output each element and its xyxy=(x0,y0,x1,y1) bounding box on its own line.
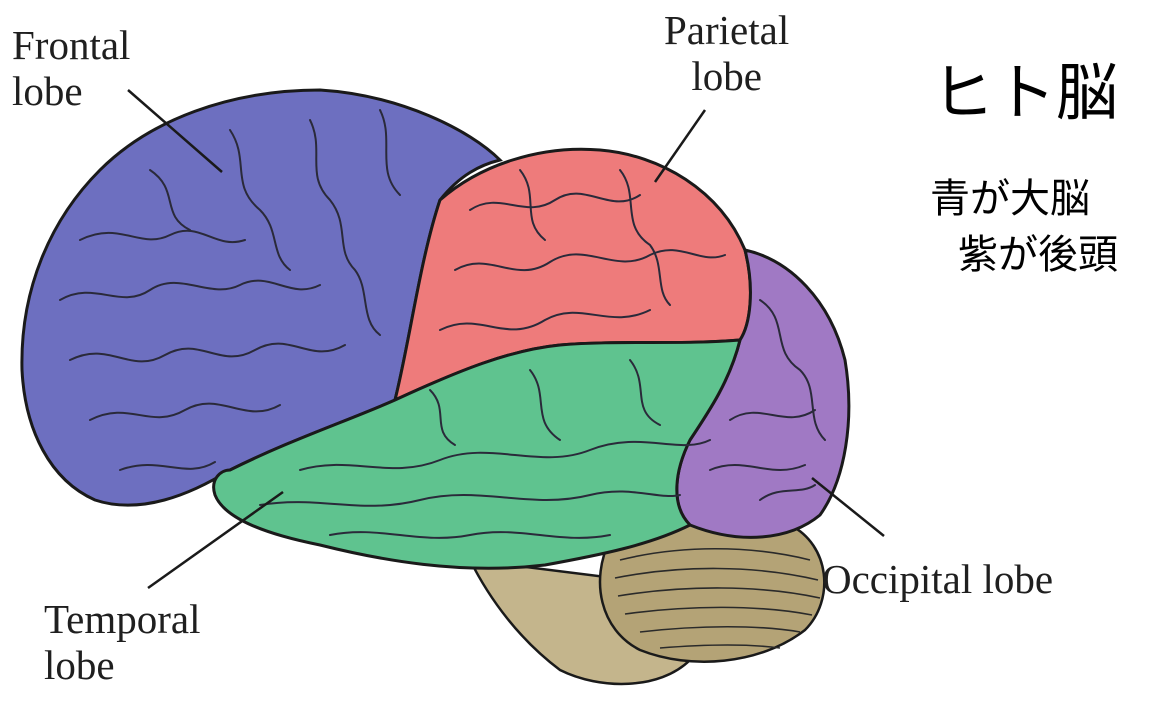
note-line-2: 紫が後頭 xyxy=(958,232,1118,278)
parietal-lobe-label: Parietal lobe xyxy=(664,7,789,99)
frontal-lobe-label: Frontal lobe xyxy=(12,22,130,114)
leader-temporal xyxy=(148,492,283,588)
diagram-title: ヒト脳 xyxy=(932,58,1118,128)
temporal-lobe-label: Temporal lobe xyxy=(44,596,201,688)
occipital-lobe-label: Occipital lobe xyxy=(822,556,1053,602)
note-line-1: 青が大脳 xyxy=(930,176,1090,222)
leader-parietal xyxy=(655,110,705,182)
